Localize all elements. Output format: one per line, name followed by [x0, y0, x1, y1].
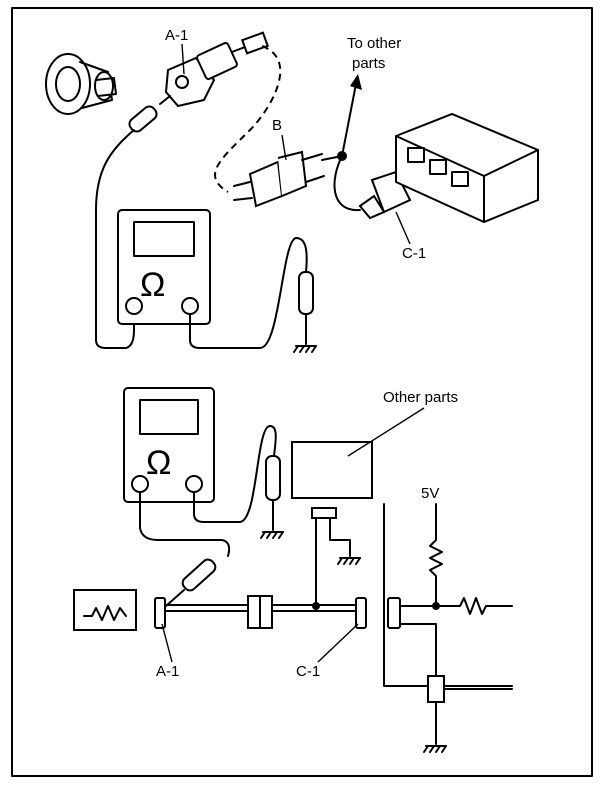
- leader-a1-bottom: [161, 623, 173, 663]
- ecu-switch-element: [427, 675, 445, 703]
- pullup-resistor-icon: [429, 503, 443, 607]
- other-parts-box: [291, 441, 373, 499]
- connector-c1-bottom: [355, 597, 367, 629]
- ground-icon-ecu: [423, 745, 447, 753]
- ground-icon-bottom-probe: [260, 531, 284, 539]
- probe-a1-bottom: [181, 558, 217, 592]
- ohmmeter-bottom-icon: Ω: [123, 387, 215, 503]
- ground-probe-bottom: [265, 455, 281, 501]
- leader-b: [281, 134, 287, 161]
- connector-a1-bottom: [154, 597, 166, 629]
- junction-other-parts: [312, 602, 320, 610]
- probe-a1-bottom-tip: [165, 589, 185, 607]
- other-parts-connector: [311, 507, 337, 519]
- ground-icon-top: [293, 345, 317, 353]
- ohm-symbol-bottom: Ω: [146, 444, 171, 482]
- ohm-symbol-top: Ω: [140, 266, 165, 304]
- wire-a1-to-meter: [95, 129, 135, 349]
- ecu-switch-wire: [399, 623, 437, 677]
- probe-a1-icon: [128, 95, 171, 133]
- leader-a1-top: [181, 43, 185, 75]
- leader-c1-bottom: [317, 623, 359, 663]
- label-b: B: [272, 117, 282, 134]
- ecu-module-icon: [395, 112, 539, 224]
- ecu-terminal: [387, 597, 401, 629]
- arrowhead-to-other-parts: [350, 74, 362, 90]
- label-a1-top: A-1: [165, 27, 188, 44]
- wire-splice-to-c1: [333, 155, 361, 212]
- leader-other-parts: [347, 407, 425, 457]
- connector-b-icon: [233, 150, 325, 208]
- other-parts-ground-wire: [329, 517, 351, 557]
- sensor-coil-icon: [83, 605, 127, 621]
- leader-c1-top: [395, 211, 411, 245]
- arrow-to-other-parts: [341, 83, 357, 157]
- label-5v: 5V: [421, 485, 439, 502]
- series-resistor-icon: [435, 597, 513, 615]
- label-c1-bottom: C-1: [296, 663, 320, 680]
- wire-meter-bottom-to-ground-probe: [193, 425, 277, 523]
- wire-meter-to-ground-probe: [189, 237, 308, 349]
- wire-meter-bottom-to-a1: [139, 491, 231, 557]
- ground-icon-other-parts: [337, 557, 361, 565]
- diagram-border: [11, 7, 593, 777]
- ohmmeter-top-icon: Ω: [117, 209, 211, 325]
- connector-b-bottom-left: [247, 595, 261, 629]
- connector-a1-icon: [164, 31, 270, 108]
- harness-dashed-a1-b: [214, 45, 282, 193]
- sensor-box: [73, 589, 137, 631]
- label-other-parts: Other parts: [383, 389, 458, 406]
- ground-probe-top: [298, 271, 314, 315]
- ecu-boundary: [383, 503, 513, 687]
- label-to-other-line2: parts: [352, 55, 385, 72]
- sensor-icon: [45, 53, 117, 115]
- label-c1-top: C-1: [402, 245, 426, 262]
- label-to-other-line1: To other: [347, 35, 401, 52]
- connector-b-bottom-right: [259, 595, 273, 629]
- label-a1-bottom: A-1: [156, 663, 179, 680]
